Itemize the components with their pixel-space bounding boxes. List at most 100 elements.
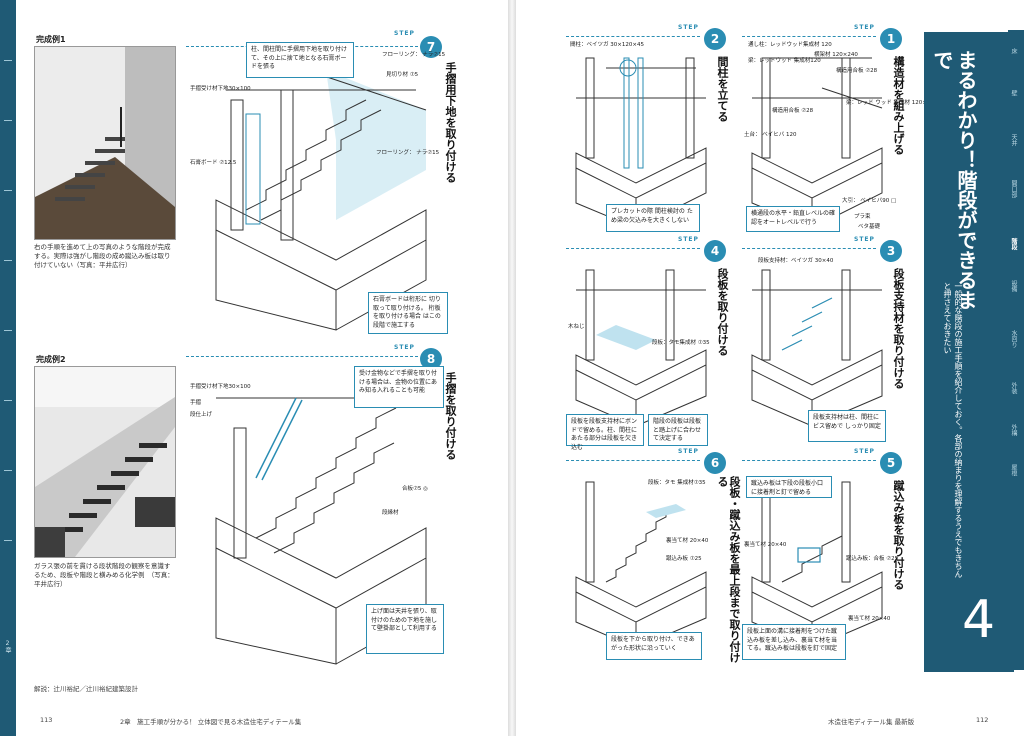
step-1-label-3: 構造用合板 ⑦28 — [772, 108, 814, 114]
step-word: STEP — [394, 344, 415, 351]
step-8-label-4: 合板⑦5 ◎ — [402, 486, 428, 492]
chapter-number: 4 — [962, 590, 996, 650]
example1-photo — [34, 46, 176, 240]
step-4-badge: 4 — [704, 240, 726, 262]
step-5-note-top: 蹴込み板は下段の段板小口に接着剤と釘で留める — [746, 476, 832, 498]
right-footer: 木造住宅ディテール集 最新版 — [828, 718, 915, 726]
step-7-note: 石膏ボードは桁形に 切り取って取り付ける。 桁板を取り付ける場合 はこの段階で施… — [368, 292, 448, 334]
side-nav-item-roof[interactable]: 屋根 — [1010, 464, 1017, 476]
step-6-label-1: 段板：タモ 集成材⑦35 — [648, 480, 706, 486]
side-nav-item-wall[interactable]: 壁 — [1010, 90, 1017, 96]
side-nav-item-ceiling[interactable]: 天井 — [1010, 134, 1017, 146]
side-nav-item-opening[interactable]: 開口部 — [1010, 180, 1017, 198]
step-7-label-5: フローリング： ナラ⑦15 — [376, 150, 440, 156]
step-3-label-1: 段板支持材：ベイツガ 30×40 — [758, 258, 834, 264]
side-nav: 床 壁 天井 開口部 階段 設備 水回り 外装 外構 屋根 — [1008, 30, 1024, 670]
side-nav-item-exterior[interactable]: 外装 — [1010, 382, 1017, 394]
step-8-label-3: 段仕上げ — [190, 412, 213, 418]
step-4-note-b: 階段の段板は段板と踏上げに合わせて決定する — [648, 414, 708, 446]
page-number-left: 113 — [40, 716, 53, 724]
step-6-label-2: 裏当て材 20×40 — [666, 538, 709, 544]
step-1-label-7: プラ束 — [854, 214, 871, 220]
step-1-badge: 1 — [880, 28, 902, 50]
edge-chapter-label: 2章 — [4, 640, 11, 653]
step-5-label-3: 裏当て材 20×40 — [848, 616, 891, 622]
step-word: STEP — [678, 24, 699, 31]
step-1-label-4: 梁：レッド ウッド 集成材 120×180 — [846, 100, 938, 106]
step-word: STEP — [854, 236, 875, 243]
step-1-label-2: 梁：レッドウッド 集成材120 — [748, 58, 821, 64]
step-2-note: プレカットの際 間柱検討の ため梁の欠込みを大きくしない — [606, 204, 700, 232]
step-8-label-5: 段縁材 — [382, 510, 399, 516]
title-band — [924, 32, 1014, 672]
step-1-title: 構造材を組み上げる — [892, 56, 905, 155]
step-word: STEP — [854, 24, 875, 31]
step-word: STEP — [854, 448, 875, 455]
step-1-panel: STEP 1 構造材を組み上げる 通し柱：レッドウッド集成材 120 梁：レッド… — [742, 24, 937, 236]
step-1-label-1: 通し柱：レッドウッド集成材 120 — [748, 42, 832, 48]
step-1-note: 横通段の水平・鉛直レベルの確認をオートレベルで行う — [746, 206, 840, 232]
step-4-title: 段板を取り付ける — [716, 268, 729, 356]
step-1-label-6: 大引： ベイヒバ90 □ — [842, 198, 897, 204]
step-8-panel: STEP 8 手摺を取り付ける 受け金物などで手摺を取り付ける場合は、金物の位置… — [186, 344, 462, 668]
side-nav-item-floor[interactable]: 床 — [1010, 48, 1017, 54]
step-4-label-2: 段板：タモ集成材 ⑦35 — [652, 340, 710, 346]
step-4-note-a: 段板を段板支持材にボンドで留める。柱、間柱にあたる部分は段板を欠き込む — [566, 414, 644, 451]
example1-caption: 右の手順を進めて上の写真のような階段が完成する。実際は強がし階段の成め蹴込み板は… — [34, 243, 171, 269]
step-5-note: 段板上面の溝に接着剤をつけた蹴込み板を差し込み、裏当て材を当てる。蹴込み板は段板… — [742, 624, 846, 660]
step-3-panel: STEP 3 段板支持材を取り付ける 段板支持材：ベイツガ 30×40 段板支持… — [742, 236, 912, 448]
side-nav-item-outdoor[interactable]: 外構 — [1010, 424, 1017, 436]
step-7-note-top: 柱、間柱間に手摺用下地を取り付けて、その上に捨て地となる石膏ボードを張る — [246, 42, 354, 78]
band-subtitle: 一般的な階段の施工手順を紹介しておく。各部の納まりを理解するうえでもきちんと押さ… — [943, 282, 963, 578]
credit: 解説：辻川裕紀／辻川裕紀建築設計 — [34, 685, 138, 693]
step-6-panel: STEP 6 段板・蹴込み板を最上段まで取り付ける 段板：タモ 集成材⑦35 裏… — [566, 448, 741, 666]
page-number-right: 112 — [976, 716, 989, 724]
step-4-label-1: 木ねじ — [568, 324, 585, 330]
step-5-badge: 5 — [880, 452, 902, 474]
side-nav-item-equipment[interactable]: 設備 — [1010, 280, 1017, 292]
step-3-note: 段板支持材は柱、間柱にビス留めで しっかり固定 — [808, 410, 886, 442]
example2-caption: ガラス張の前を貫ける段状階段の観察を意識するため、段板や階段と横みめる化学例 （… — [34, 562, 174, 588]
step-7-label-2: フローリング： ナラ⑦15 — [382, 52, 446, 58]
step-word: STEP — [678, 448, 699, 455]
example1-label: 完成例1 — [36, 35, 66, 44]
step-2-panel: STEP 2 間柱を立てる 間柱：ベイツガ 30×120×45 プレカットの際 … — [566, 24, 736, 236]
step-1-label-10: 構造用合板 ⑦28 — [836, 68, 878, 74]
step-2-badge: 2 — [704, 28, 726, 50]
gutter — [508, 0, 516, 736]
step-5-label-2: 蹴込み板：合板 ⑦25 — [846, 556, 899, 562]
step-8-note-top: 受け金物などで手摺を取り付ける場合は、金物の位置にあみ知る入れることも可能 — [354, 366, 444, 408]
step-5-title: 蹴込み板を取り付ける — [892, 480, 905, 590]
step-7-panel: STEP 7 手摺用下地を取り付ける 柱、間柱間に手摺用下地を取り付けて、その上… — [186, 30, 462, 340]
step-6-label-3: 蹴込み板 ⑦25 — [666, 556, 702, 562]
step-7-title: 手摺用下地を取り付ける — [444, 62, 457, 183]
step-1-label-9: 横架材 120×240 — [814, 52, 858, 58]
step-word: STEP — [678, 236, 699, 243]
step-8-title: 手摺を取り付ける — [444, 372, 457, 460]
step-2-title: 間柱を立てる — [716, 56, 729, 122]
step-2-label-1: 間柱：ベイツガ 30×120×45 — [570, 42, 644, 48]
step-1-label-8: ベタ基礎 — [858, 224, 881, 230]
step-3-title: 段板支持材を取り付ける — [892, 268, 905, 389]
chapter-footer: 2章 施工手順が分かる！ 立体図で見る木造住宅ディテール集 — [120, 718, 302, 726]
step-1-label-5: 土台： ベイヒバ 120 — [744, 132, 797, 138]
side-nav-item-stairs[interactable]: 階段 — [1010, 238, 1017, 250]
step-4-panel: STEP 4 段板を取り付ける 木ねじ 段板：タモ集成材 ⑦35 段板を段板支持… — [566, 236, 736, 451]
step-8-label-1: 手摺受け材下地30×100 — [190, 384, 251, 390]
step-8-badge: 8 — [420, 348, 442, 370]
step-6-title: 段板・蹴込み板を最上段まで取り付ける — [716, 476, 741, 663]
example2-label: 完成例2 — [36, 355, 66, 364]
step-5-label-1: 裏当て材 20×40 — [744, 542, 787, 548]
step-5-panel: STEP 5 蹴込み板を取り付ける 蹴込み板は下段の段板小口に接着剤と釘で留める… — [742, 448, 912, 666]
left-edge-strip: 2章 — [0, 0, 16, 736]
band-title: まるわかり！階段ができるまで — [930, 50, 978, 310]
step-word: STEP — [394, 30, 415, 37]
step-7-label-1: 手摺受け材下地30×100 — [190, 86, 251, 92]
step-7-label-4: 石膏ボード ⑦12.5 — [190, 160, 237, 166]
step-8-label-2: 手摺 — [190, 400, 202, 406]
example2-photo — [34, 366, 176, 558]
step-6-badge: 6 — [704, 452, 726, 474]
step-6-note: 段板を下から取り付け、できあがった形状に沿っていく — [606, 632, 702, 660]
step-7-badge: 7 — [420, 36, 442, 58]
side-nav-item-water[interactable]: 水回り — [1010, 330, 1017, 348]
